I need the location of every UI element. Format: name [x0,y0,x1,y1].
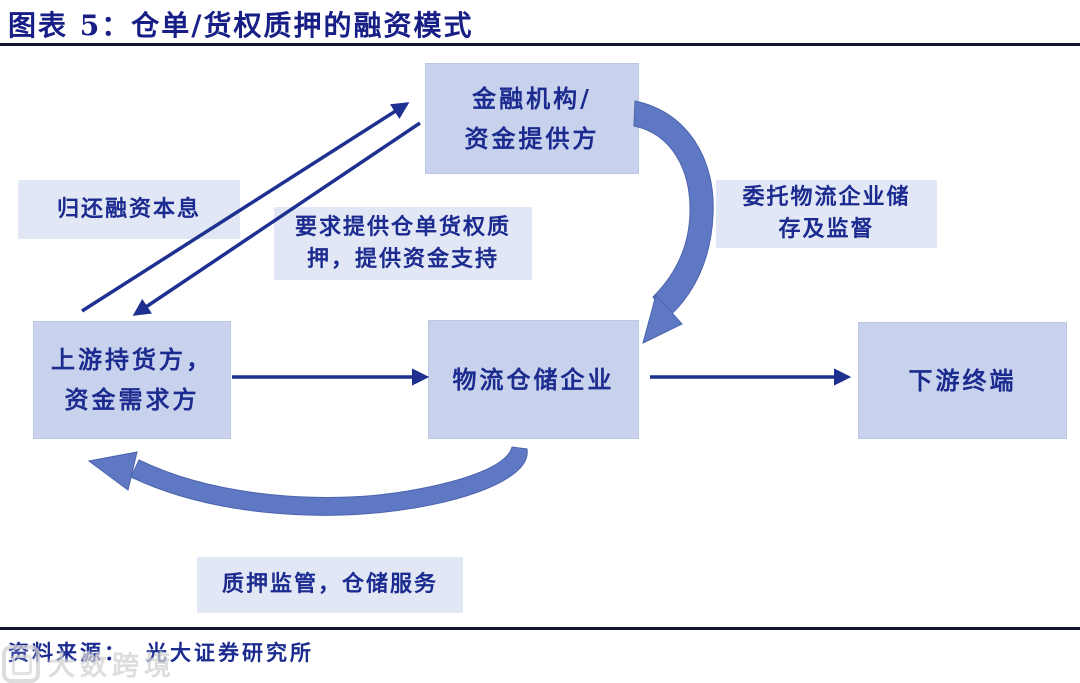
node-upstream-cargo-holder: 上游持货方， 资金需求方 [33,321,231,439]
node-logistics-warehouse-company: 物流仓储企业 [428,320,639,439]
label-pledge-supervision-warehouse-service-text: 质押监管，仓储服务 [221,571,438,598]
node-upstream-cargo-holder-label: 上游持货方， 资金需求方 [51,345,213,414]
source-line: 资料来源： 光大证券研究所 [8,637,314,667]
label-entrust-storage-supervision-text: 委托物流企业储 存及监督 [742,184,911,242]
node-financial-institution-label: 金融机构/ 资金提供方 [464,83,600,153]
node-downstream-terminal: 下游终端 [858,322,1067,439]
label-pledge-supervision-warehouse-service: 质押监管，仓储服务 [197,557,463,613]
label-require-pledge-provide-funds-text: 要求提供仓单货权质 押，提供资金支持 [294,213,511,272]
footer-divider [0,627,1080,630]
label-entrust-storage-supervision: 委托物流企业储 存及监督 [716,180,937,248]
node-downstream-terminal-label: 下游终端 [908,365,1017,395]
source-text: 光大证券研究所 [146,640,314,665]
title-divider [0,43,1080,46]
label-repay-principal-interest: 归还融资本息 [18,180,240,239]
label-require-pledge-provide-funds: 要求提供仓单货权质 押，提供资金支持 [274,207,532,280]
arrow-logistics-to-upstream-curve [87,446,528,516]
node-logistics-warehouse-company-label: 物流仓储企业 [452,364,615,394]
label-repay-principal-interest-text: 归还融资本息 [56,195,201,222]
figure-title: 图表 5：仓单/货权质押的融资模式 [8,9,474,42]
node-financial-institution: 金融机构/ 资金提供方 [425,63,639,174]
source-label: 资料来源： [8,640,128,665]
arrow-finance-to-logistics-curve [633,100,714,344]
